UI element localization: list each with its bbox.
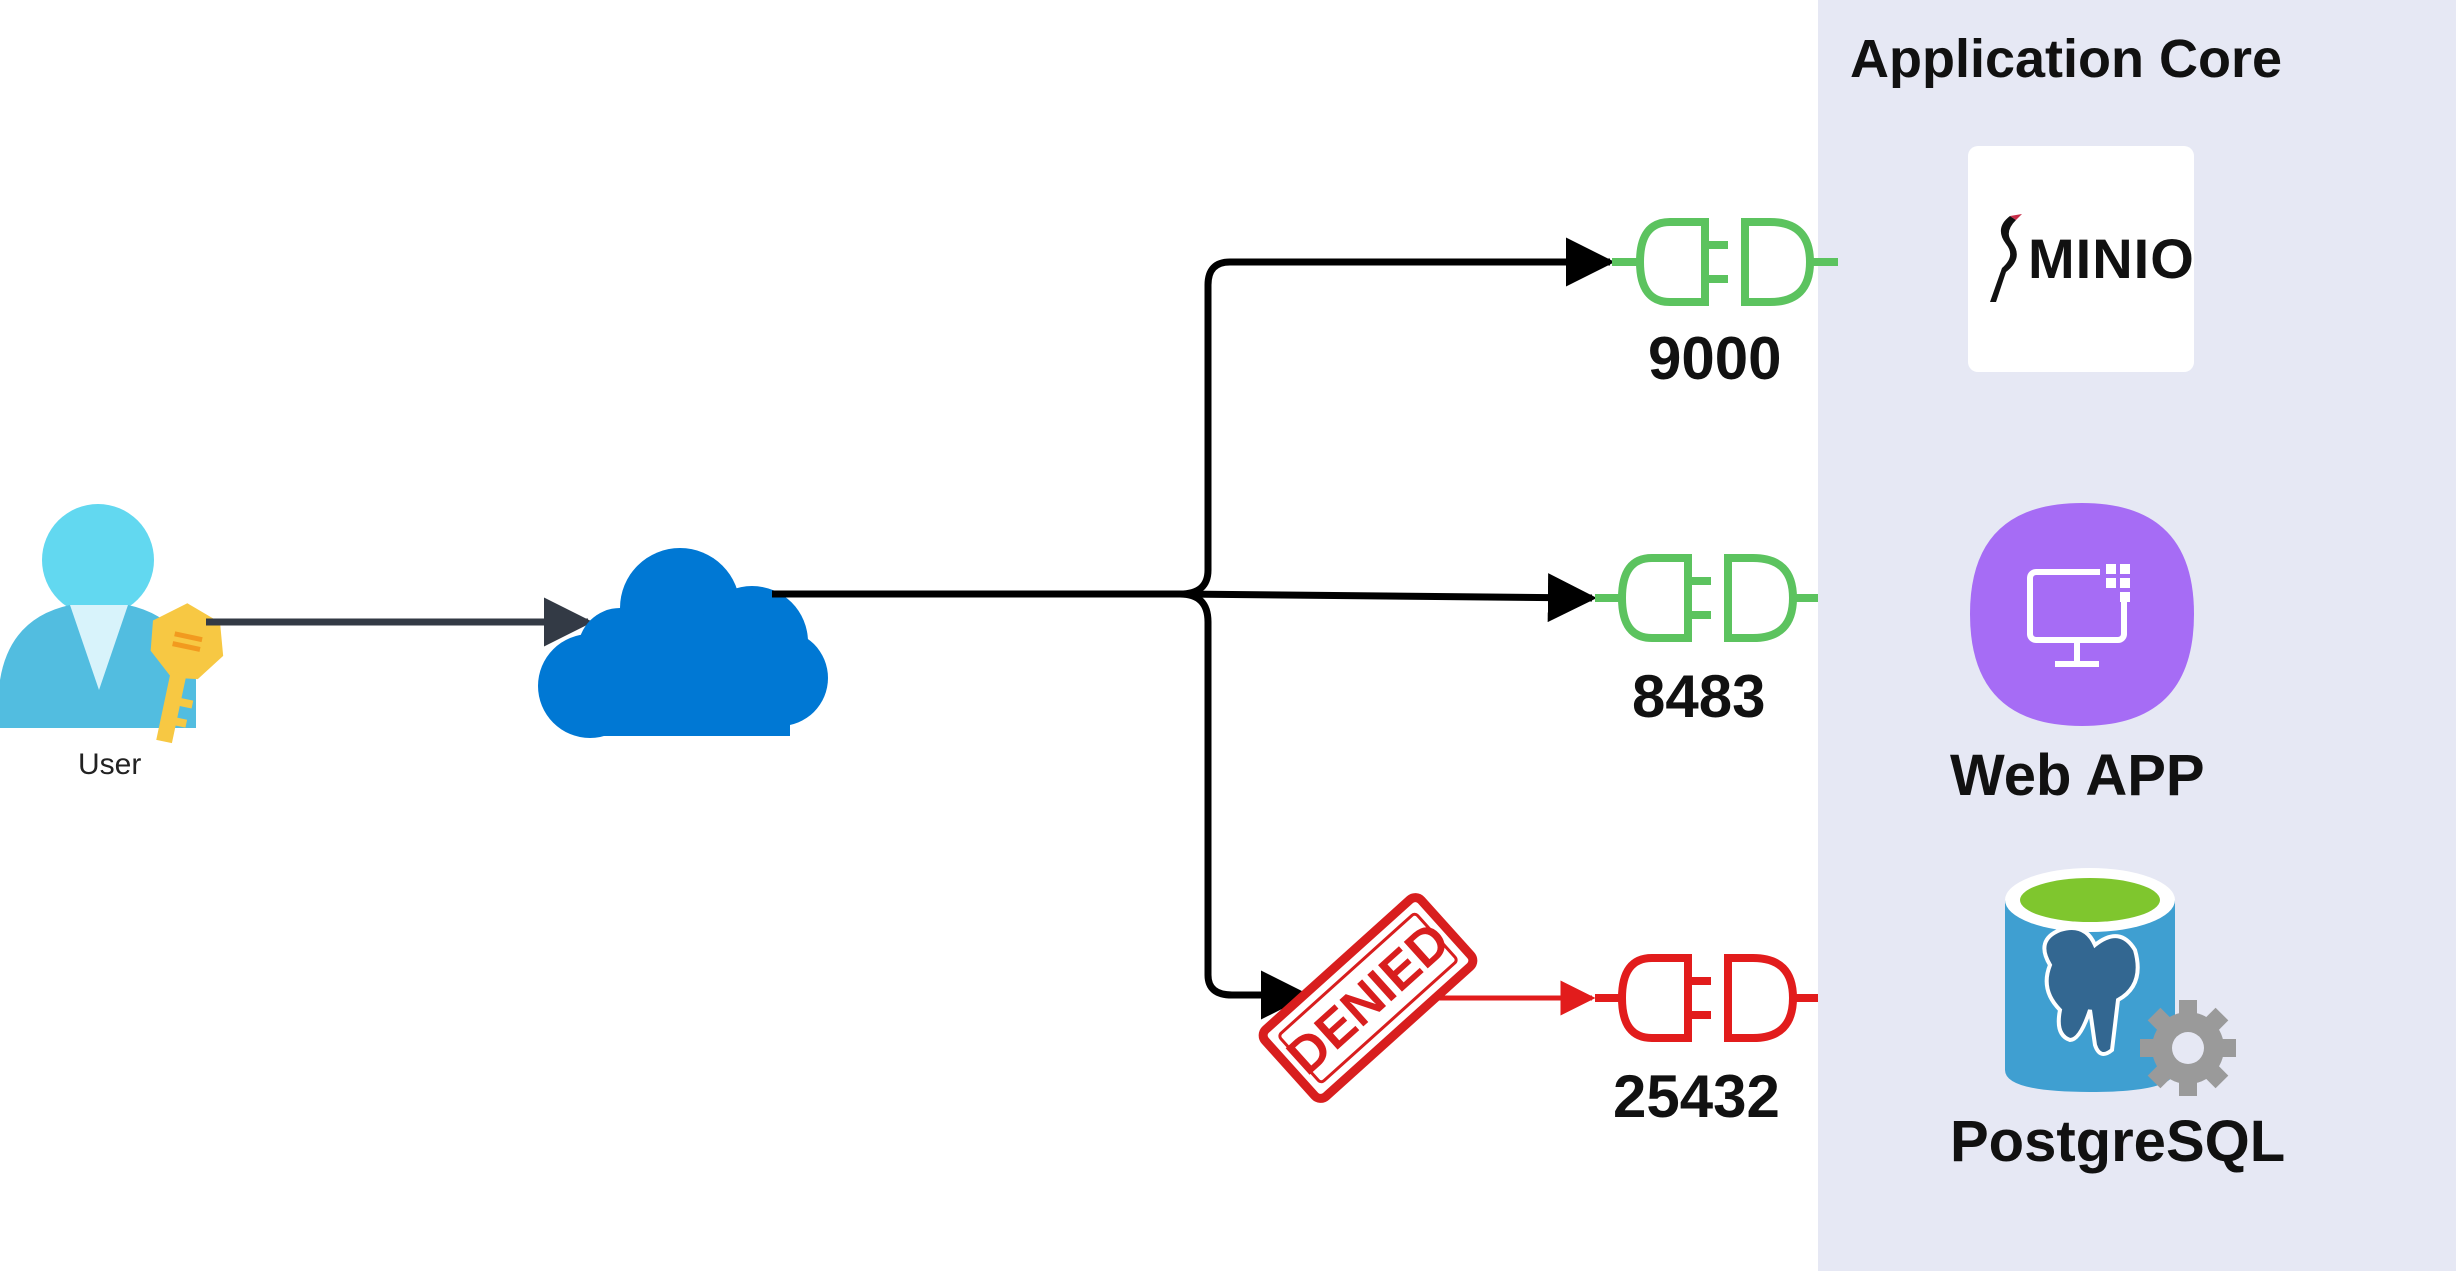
cloud-icon xyxy=(538,548,828,738)
application-core-title: Application Core xyxy=(1850,29,2283,89)
postgresql-icon xyxy=(2005,868,2236,1096)
web-app-label: Web APP xyxy=(1950,743,2205,808)
web-app-icon xyxy=(1970,503,2194,726)
route-to-25432 xyxy=(1179,590,1310,1020)
port-label-9000: 9000 xyxy=(1648,325,1782,392)
route-to-9000 xyxy=(1179,237,1615,598)
postgresql-label: PostgreSQL xyxy=(1950,1109,2286,1174)
user-key-icon xyxy=(0,504,224,744)
plug-icon-8483 xyxy=(1595,554,1818,642)
port-label-25432: 25432 xyxy=(1613,1063,1780,1130)
plug-icon-25432 xyxy=(1595,954,1818,1042)
user-label: User xyxy=(78,748,142,781)
port-label-8483: 8483 xyxy=(1632,663,1766,730)
minio-bird-icon xyxy=(1990,214,2022,302)
minio-label: MINIO xyxy=(2028,227,2195,290)
route-to-8483 xyxy=(1179,573,1597,623)
minio-logo-icon xyxy=(1968,146,2194,372)
plug-icon-9000 xyxy=(1612,218,1838,306)
